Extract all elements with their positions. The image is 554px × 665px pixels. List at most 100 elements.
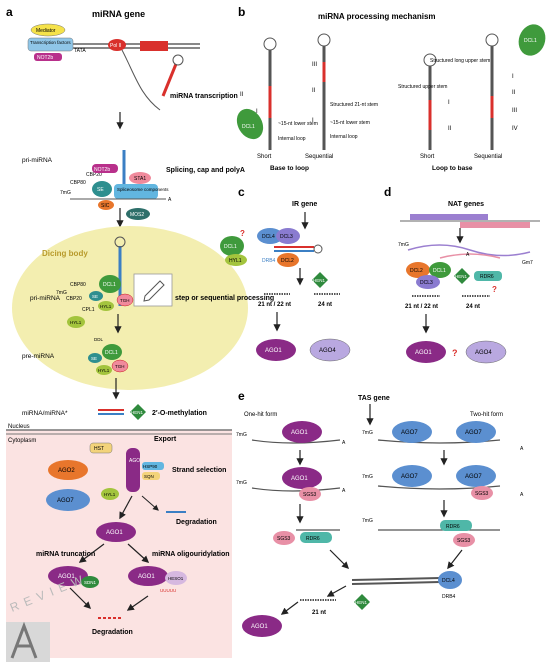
arrow-a7 (127, 543, 150, 563)
d-dcl1-label: DCL1 (433, 268, 446, 274)
e-one-hit: One-hit form (244, 412, 277, 418)
tgh-pre-shape (111, 359, 129, 373)
cytoplasm-label: Cytoplasm (8, 438, 36, 444)
e-ago1-final-label: AGO1 (251, 624, 268, 630)
e-sgs3-3-shape (471, 486, 493, 500)
degradation-label: Degradation (176, 519, 217, 526)
degradation-2-label: Degradation (92, 629, 133, 636)
d-an: A (466, 252, 470, 258)
e-ago7-1-label: AGO7 (401, 430, 418, 436)
panel-e-title: TAS gene (358, 395, 390, 402)
d-dcl2-shape (406, 262, 430, 278)
d-dcl2-label: DCL2 (410, 268, 423, 274)
sdn1-label: SDN1 (84, 580, 97, 585)
b-ii-1: II (240, 92, 244, 98)
b-lower-stem-2: ~15-nt lower stem (330, 120, 370, 126)
e-rdr6-2-shape (440, 520, 472, 531)
ago1-trunc-label: AGO1 (58, 574, 75, 580)
arrow-degradation (141, 495, 159, 511)
e-ago1-2-shape (282, 467, 322, 489)
gene-block (140, 41, 168, 51)
d-gm7: Gm7 (522, 260, 533, 266)
uuuu-label: UUUUU (160, 588, 176, 593)
e-dsrna-3 (351, 577, 441, 581)
sta1-label: STA1 (134, 176, 146, 182)
panel-d-title: NAT genes (448, 201, 484, 208)
e-ago7-3-label: AGO7 (401, 474, 418, 480)
b-internal-loop: Internal loop (278, 136, 306, 142)
c-dcl3-shape (276, 228, 300, 244)
b-lower-stem: ~15-nt lower stem (278, 121, 318, 127)
mirna-gene-title: miRNA gene (92, 9, 145, 19)
e-an-1: A (342, 440, 346, 446)
pol2-label: Pol II (110, 43, 121, 49)
ago1-uri-label: AGO1 (138, 574, 155, 580)
se-db-label: SE (92, 294, 98, 299)
e-ago7-2-shape (456, 421, 496, 443)
not2b-complex-shape (92, 164, 118, 173)
ago-vertical-shape (126, 448, 140, 492)
dicing-body-label: Dicing body (42, 249, 88, 258)
b-dcl1-left-shape (236, 108, 264, 140)
c-nt21-label: 21 nt / 22 nt (258, 302, 291, 308)
d-gene-1 (410, 214, 488, 220)
b-iv: IV (512, 126, 518, 132)
pri-mirna-db-label: pri-miRNA (30, 295, 61, 302)
d-ago1-shape (406, 341, 446, 363)
d-dcl3-label: DCL3 (420, 280, 433, 286)
transcription-label: miRNA transcription (170, 93, 238, 100)
b-structured-long: Structured long upper stem (430, 58, 490, 64)
edit-popup[interactable] (133, 273, 173, 307)
e-arrow-3 (329, 549, 350, 570)
cbp80-label: CBP80 (70, 180, 86, 186)
panel-a: a miRNA gene TATA Mediator Transcription… (6, 5, 274, 662)
step-label: step or sequential processing (175, 295, 274, 302)
hyl1-cyto-shape (101, 488, 119, 500)
b-dcl1-right-shape (518, 24, 546, 56)
d-ago4-label: AGO4 (475, 350, 492, 356)
panel-e-label: e (238, 389, 245, 403)
spliceosome-label: Spliceosome components (117, 187, 169, 192)
tgh-db-label: TGH (120, 298, 130, 303)
se-pre-shape (88, 353, 102, 363)
c-ago1-shape (256, 339, 296, 361)
sic-label: SIC (101, 203, 110, 209)
hen1-a-shape (130, 404, 146, 420)
b-i-4: I (512, 74, 514, 80)
tgh-db-shape (116, 293, 134, 307)
mediator-shape (30, 23, 66, 37)
hyl1-cyto-label: HYL1 (104, 492, 116, 497)
b-internal-loop-2: Internal loop (330, 134, 358, 140)
heso1-label: HESO1 (168, 576, 184, 581)
ago1-a-label: AGO1 (106, 530, 123, 536)
d-transcript-2 (439, 253, 501, 259)
e-m7g-1: 7mG (236, 432, 247, 438)
c-dcl2-shape (277, 253, 299, 267)
d-nt21-label: 21 nt / 22 nt (405, 304, 438, 310)
b-structured-21: Structured 21-nt stem (330, 102, 378, 108)
e-sgs3-3-label: SGS3 (475, 491, 489, 497)
sic-shape (98, 200, 114, 210)
b-iii-1: III (312, 62, 317, 68)
e-sgs3-2-shape (273, 531, 295, 545)
export-label: Export (154, 436, 177, 443)
e-m7g-2: 7mG (236, 480, 247, 486)
e-sgs3-2-label: SGS3 (277, 536, 291, 542)
pencil-icon[interactable] (143, 280, 165, 302)
panel-d-label: d (384, 185, 391, 199)
ago7-a-shape (46, 489, 90, 511)
hst-label: HST (94, 446, 104, 452)
b-dcl1-left-label: DCL1 (242, 124, 255, 130)
c-dcl4-shape (257, 228, 283, 244)
b-loop-to-base: Loop to base (432, 165, 473, 172)
ago1-uri-shape (128, 566, 168, 586)
e-an-2: A (342, 488, 346, 494)
cytoplasm-region (6, 430, 232, 658)
e-ago1-2-label: AGO1 (291, 476, 308, 482)
d-gene-2 (460, 222, 530, 228)
e-sgs3-1-label: SGS3 (303, 492, 317, 498)
panel-a-label: a (6, 5, 13, 19)
arrow-a8 (69, 587, 92, 610)
nascent-rna (121, 49, 161, 111)
